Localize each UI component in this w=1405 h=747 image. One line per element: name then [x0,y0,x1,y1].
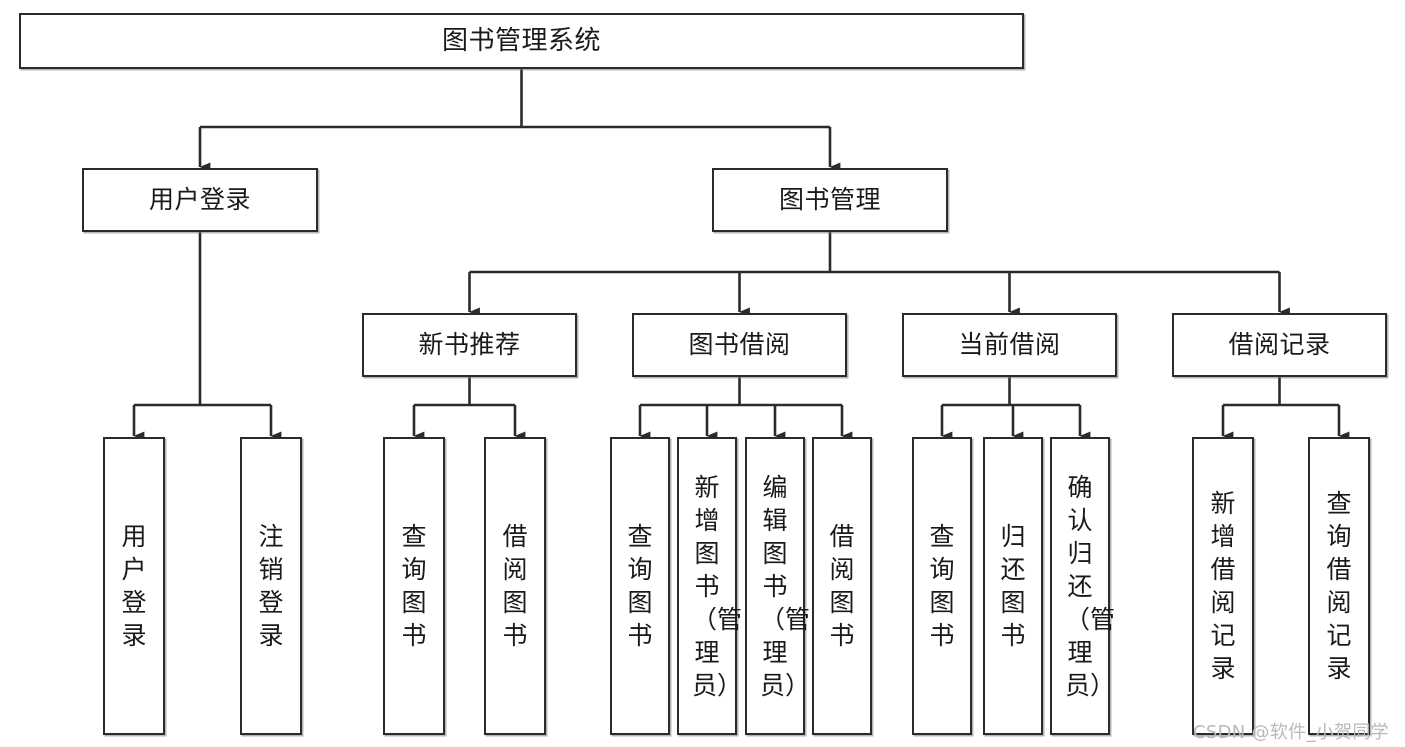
node-current-borrow: 当前借阅 [902,313,1117,377]
node-leaf-logout-login-label: 注销登录 [258,522,284,650]
node-leaf-edit-book-admin-label: 编辑图书（管理员） [760,472,811,700]
node-leaf-query-borrow-record: 查询借阅记录 [1308,437,1370,735]
node-leaf-confirm-return-admin-label: 确认归还（管理员） [1065,472,1116,700]
node-leaf-add-borrow-record: 新增借阅记录 [1192,437,1254,735]
node-leaf-add-book-admin: 新增图书（管理员） [677,437,743,735]
node-leaf-user-login: 用户登录 [103,437,165,735]
node-leaf-add-book-admin-label: 新增图书（管理员） [692,472,743,700]
node-user-login: 用户登录 [82,168,318,232]
node-leaf-confirm-return-admin: 确认归还（管理员） [1050,437,1116,735]
node-leaf-add-borrow-record-label: 新增借阅记录 [1210,489,1236,683]
node-book-manage-label: 图书管理 [778,185,881,215]
node-leaf-edit-book-admin: 编辑图书（管理员） [745,437,811,735]
node-leaf-borrow-book-1-label: 借阅图书 [502,522,528,650]
node-book-borrow: 图书借阅 [632,313,847,377]
node-borrow-record: 借阅记录 [1172,313,1387,377]
csdn-watermark: CSDN @软件_小贺同学 [1193,722,1389,743]
node-leaf-user-login-label: 用户登录 [121,522,147,650]
node-leaf-borrow-book-2: 借阅图书 [812,437,872,735]
node-new-book-recommend-label: 新书推荐 [418,330,521,360]
node-user-login-label: 用户登录 [148,185,251,215]
node-book-borrow-label: 图书借阅 [688,330,791,360]
node-new-book-recommend: 新书推荐 [362,313,577,377]
node-root-label: 图书管理系统 [441,25,601,56]
node-leaf-query-borrow-record-label: 查询借阅记录 [1326,489,1352,683]
node-leaf-query-book-2: 查询图书 [610,437,670,735]
node-book-manage: 图书管理 [712,168,948,232]
node-borrow-record-label: 借阅记录 [1228,330,1331,360]
node-leaf-borrow-book-1: 借阅图书 [484,437,546,735]
node-leaf-query-book-1: 查询图书 [383,437,445,735]
node-leaf-query-book-1-label: 查询图书 [401,522,427,650]
node-current-borrow-label: 当前借阅 [958,330,1061,360]
node-leaf-query-book-2-label: 查询图书 [627,522,653,650]
node-leaf-query-book-3-label: 查询图书 [929,522,955,650]
node-leaf-query-book-3: 查询图书 [912,437,972,735]
node-leaf-logout-login: 注销登录 [240,437,302,735]
node-leaf-return-book: 归还图书 [983,437,1043,735]
node-leaf-return-book-label: 归还图书 [1000,522,1026,650]
node-leaf-borrow-book-2-label: 借阅图书 [829,522,855,650]
node-root: 图书管理系统 [19,13,1024,69]
